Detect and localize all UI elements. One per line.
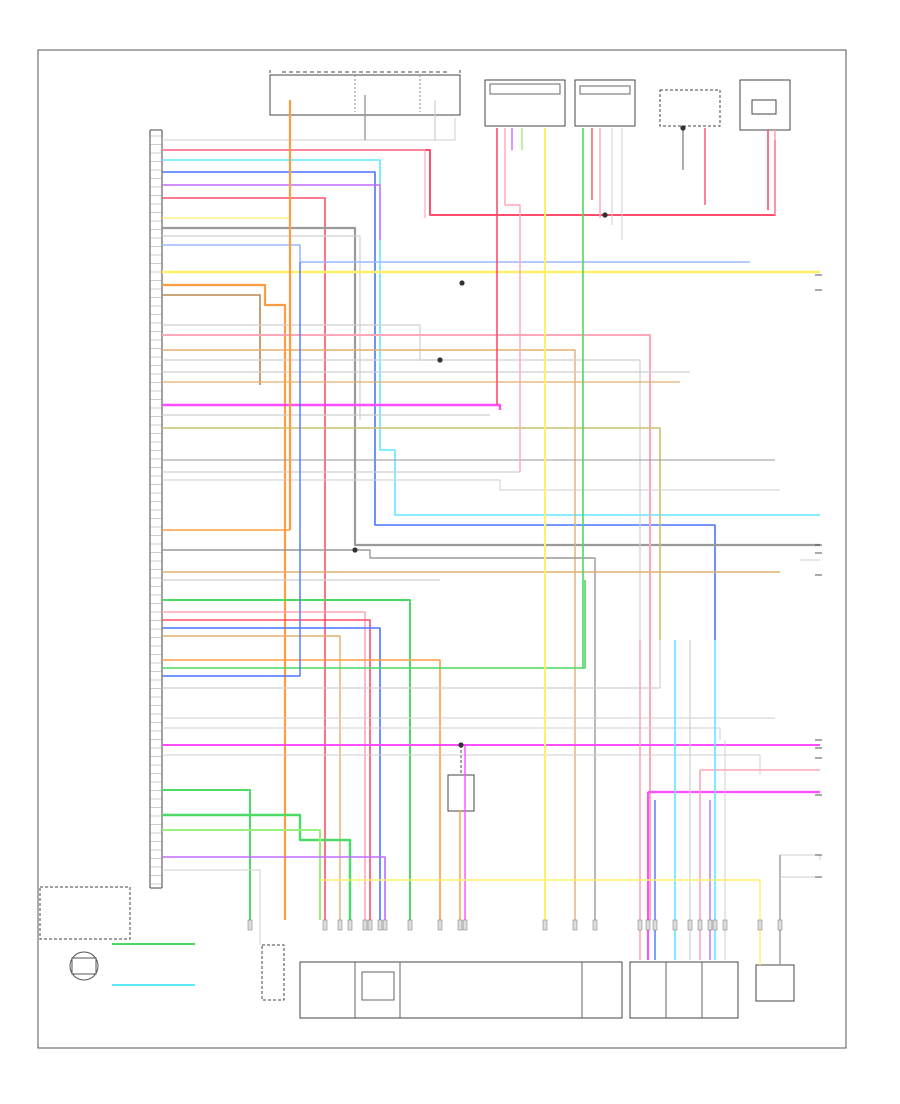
wire-lightgray-41 (162, 727, 721, 740)
connector-pin (707, 919, 713, 931)
connector-pin (382, 919, 388, 931)
wire-red-33 (162, 619, 371, 920)
sensor-box-top-4 (739, 79, 791, 131)
wire-blue-5 (162, 171, 716, 640)
wire-gray-9 (162, 226, 820, 547)
wire-lightgray-39 (162, 640, 661, 689)
wire-cyan-4 (162, 159, 820, 516)
sensor-box-bottom-left (39, 886, 131, 981)
connector-pin (377, 919, 383, 931)
splice-point (352, 547, 358, 553)
connector-pin (697, 919, 703, 931)
splice-point (458, 742, 464, 748)
connector-pin (592, 919, 598, 931)
connector-pin (652, 919, 658, 931)
sensor-box-bottom-right (755, 964, 795, 1002)
wire-tan-35 (162, 635, 341, 920)
connector-pin (687, 919, 693, 931)
wire-green-37 (162, 580, 586, 669)
connector-pin (247, 919, 253, 931)
wire-lightgray-43 (162, 754, 761, 775)
wire-lightgreen-48 (162, 829, 321, 920)
connector-pin (337, 919, 343, 931)
wire-lightgray-15 (162, 324, 440, 361)
connector-pin (362, 919, 368, 931)
connector-pin (367, 919, 373, 931)
connector-pin (347, 919, 353, 931)
sensor-box-top-3 (659, 89, 721, 127)
wire-tan-17 (162, 349, 576, 920)
splice-point (602, 212, 608, 218)
wire-violet-49 (162, 856, 386, 920)
splice-point (459, 280, 465, 286)
wire-olive-23 (162, 427, 661, 640)
diagram-frame (37, 49, 847, 1049)
connector-pin (637, 919, 643, 931)
sensor-box-top-2 (574, 79, 636, 127)
connector-pin (672, 919, 678, 931)
connector-pin (437, 919, 443, 931)
wire-blue-34 (162, 627, 381, 920)
wire-brown-14 (162, 294, 261, 385)
wire-blue-38 (162, 262, 301, 677)
wire-red-7 (162, 197, 326, 920)
wire-lightgray-18 (162, 359, 641, 640)
connector-pin (407, 919, 413, 931)
connector-pin (322, 919, 328, 931)
splice-point (680, 125, 686, 131)
connector-box-center (447, 745, 475, 812)
wire-pink-3 (162, 149, 426, 218)
wire-pink-55 (504, 128, 521, 472)
sensor-box-top-1 (484, 79, 566, 127)
connector-pin (777, 919, 783, 931)
connector-pin (542, 919, 548, 931)
wire-yellow-8 (162, 217, 291, 245)
pcm-connector (149, 129, 163, 889)
wire-green-31 (162, 599, 411, 920)
wire-green-47 (162, 813, 352, 920)
wire-magenta-21 (162, 403, 502, 410)
wire-lightgray-10 (162, 235, 361, 420)
connector-pin (645, 919, 651, 931)
transmission-box (299, 961, 623, 1019)
wire-orange-13 (162, 283, 287, 920)
connector-pin (457, 919, 463, 931)
connector-pin (572, 919, 578, 931)
connector-pin (462, 919, 468, 931)
wire-lightgray-26 (162, 479, 780, 491)
wire-yellow-82 (320, 879, 761, 965)
wire-violet-6 (162, 184, 381, 240)
wire-pink-32 (162, 611, 366, 920)
wire-green-45 (162, 789, 251, 920)
wire-lightblue-11 (162, 244, 750, 263)
wire-gray-28 (162, 549, 596, 920)
connector-pin (712, 919, 718, 931)
connector-pin (722, 919, 728, 931)
wire-pink-16 (162, 334, 651, 920)
wire-orange-36 (162, 659, 441, 920)
connector-pin (757, 919, 763, 931)
wire-lightgray-50 (162, 869, 261, 945)
switch-box-bottom (629, 961, 739, 1019)
ground-box-left (261, 944, 285, 1001)
wire-lightgray-1 (162, 118, 456, 141)
splice-point (437, 357, 443, 363)
wire-lightgray-79 (780, 854, 821, 860)
